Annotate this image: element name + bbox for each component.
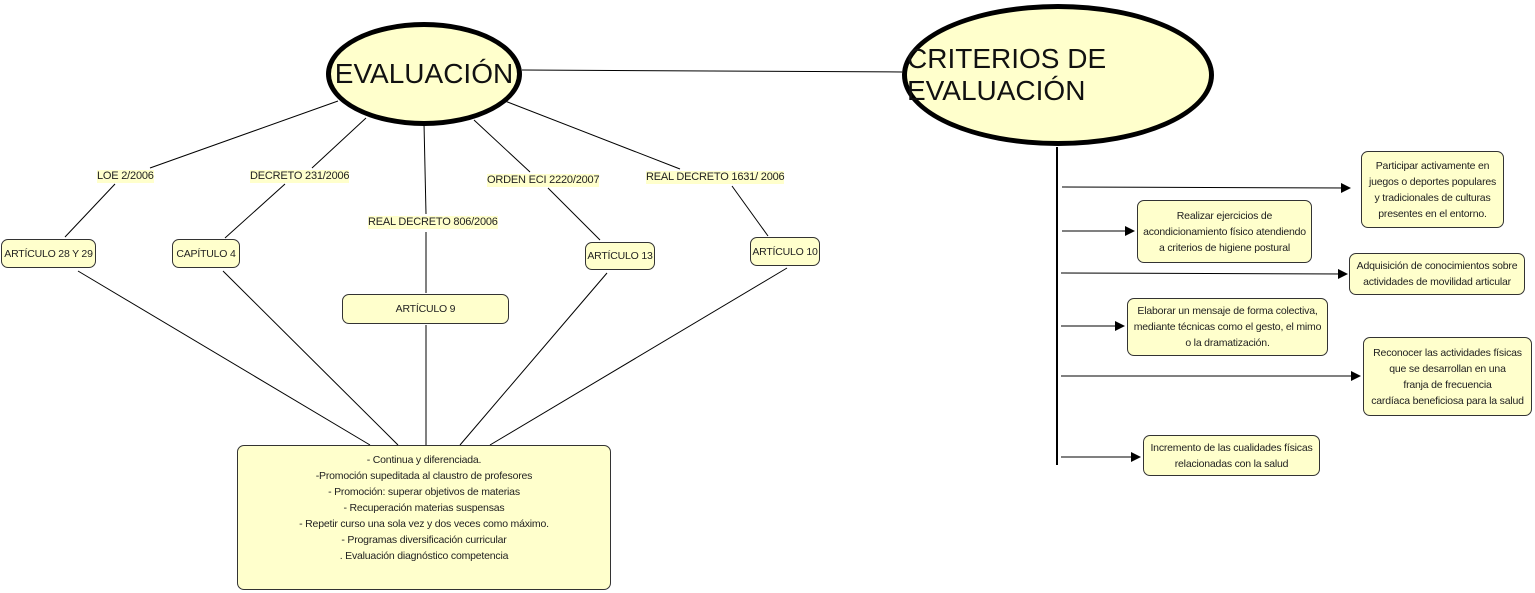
- criterion-box-5[interactable]: Reconocer las actividades físicas que se…: [1363, 337, 1532, 416]
- node-evaluacion[interactable]: EVALUACIÓN: [326, 22, 522, 126]
- criterion-box-3[interactable]: Adquisición de conocimientos sobre activ…: [1349, 253, 1525, 295]
- article-box-13[interactable]: ARTÍCULO 13: [585, 242, 655, 270]
- criterion-box-6[interactable]: Incremento de las cualidades físicas rel…: [1143, 435, 1320, 476]
- article-box-9[interactable]: ARTÍCULO 9: [342, 294, 509, 324]
- article-box-capitulo-4[interactable]: CAPÍTULO 4: [172, 239, 240, 268]
- law-label-orden-eci: ORDEN ECI 2220/2007: [487, 174, 600, 187]
- node-criterios-de-evaluacion[interactable]: CRITERIOS DE EVALUACIÓN: [902, 4, 1214, 146]
- law-label-loe: LOE 2/2006: [97, 170, 154, 183]
- article-box-10[interactable]: ARTÍCULO 10: [750, 237, 820, 266]
- criterion-box-1[interactable]: Participar activamente en juegos o depor…: [1361, 151, 1504, 228]
- criterion-box-4[interactable]: Elaborar un mensaje de forma colectiva, …: [1127, 298, 1328, 356]
- summary-box[interactable]: - Continua y diferenciada. -Promoción su…: [237, 445, 611, 590]
- law-label-decreto-231: DECRETO 231/2006: [250, 170, 350, 183]
- law-label-rd-806: REAL DECRETO 806/2006: [368, 216, 498, 229]
- law-label-rd-1631: REAL DECRETO 1631/ 2006: [646, 171, 785, 184]
- article-box-28-29[interactable]: ARTÍCULO 28 Y 29: [1, 239, 96, 268]
- criterion-box-2[interactable]: Realizar ejercicios de acondicionamiento…: [1137, 200, 1312, 263]
